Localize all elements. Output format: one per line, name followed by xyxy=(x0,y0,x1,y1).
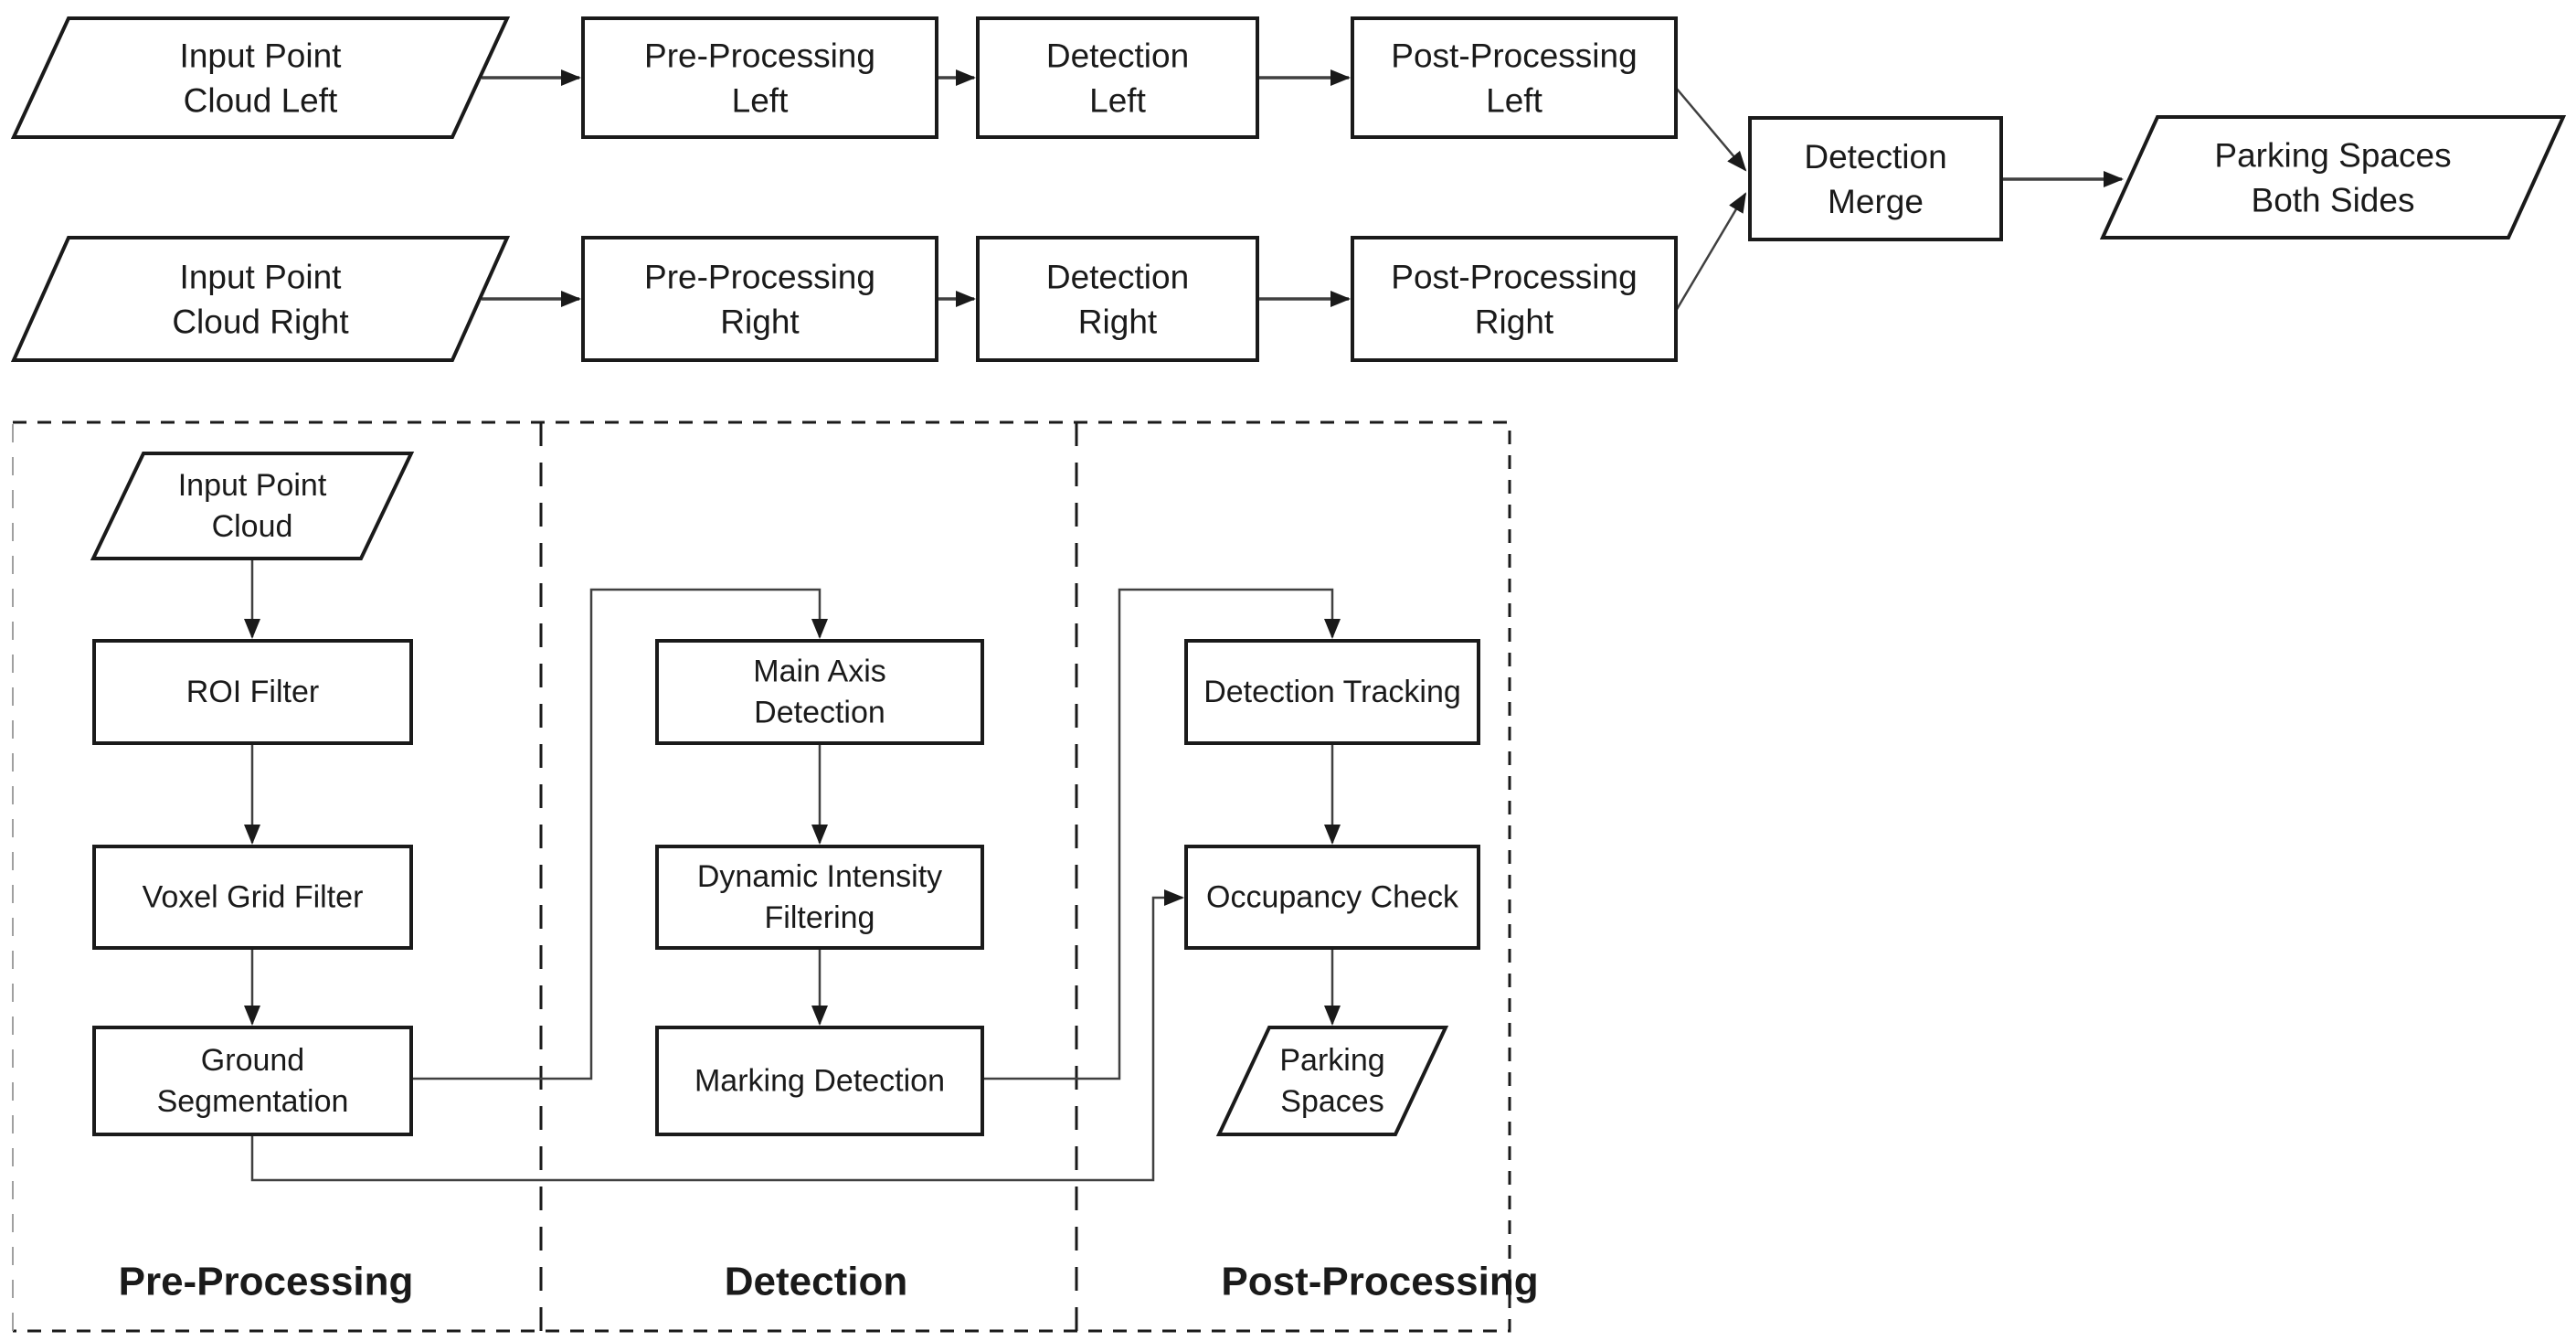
marking-detection-label: Marking Detection xyxy=(694,1064,945,1099)
arrow-groundsegmentation-to-occupancycheck xyxy=(250,889,1184,1182)
post-processing-right-shape xyxy=(1351,236,1678,362)
node-roi-filter: ROI Filter xyxy=(92,639,413,745)
roi-filter-shape xyxy=(92,639,413,745)
occupancy-check-label: Occupancy Check xyxy=(1206,880,1459,915)
detection-right-shape xyxy=(976,236,1259,362)
flow-connectors xyxy=(244,69,2124,1182)
input-point-cloud-left-shape xyxy=(10,16,511,139)
post-processing-left-shape xyxy=(1351,16,1678,139)
section-frames: Pre-Processing Detection Post-Processing xyxy=(12,420,1539,1333)
section-label-post-processing: Post-Processing xyxy=(1221,1260,1538,1304)
detection-tracking-label: Detection Tracking xyxy=(1203,675,1461,709)
input-point-cloud-right-shape xyxy=(10,236,511,362)
voxel-grid-filter-shape xyxy=(92,845,413,950)
ground-segmentation-shape xyxy=(92,1026,413,1136)
node-occupancy-check: Occupancy Check xyxy=(1184,845,1480,950)
voxel-grid-filter-label: Voxel Grid Filter xyxy=(143,880,364,915)
pre-processing-right-shape xyxy=(581,236,938,362)
input-point-cloud-shape xyxy=(90,452,415,560)
arrow-postprocessingright-to-detectionmerge xyxy=(1674,192,1747,312)
parking-spaces-both-sides-shape xyxy=(2099,115,2567,239)
detection-tracking-shape xyxy=(1184,639,1480,745)
detection-left-shape xyxy=(976,16,1259,139)
main-axis-detection-shape xyxy=(655,639,984,745)
arrow-markingdetection-to-detectiontracking xyxy=(982,588,1341,1080)
detection-merge-shape xyxy=(1748,116,2003,241)
sections-outer-dashed-frame xyxy=(13,420,1511,1333)
parking-spaces-shape xyxy=(1215,1026,1449,1136)
node-detection-tracking: Detection Tracking xyxy=(1184,639,1480,745)
section-label-pre-processing: Pre-Processing xyxy=(119,1260,414,1304)
pre-processing-left-shape xyxy=(581,16,938,139)
arrow-postprocessingleft-to-detectionmerge xyxy=(1675,87,1747,172)
roi-filter-label: ROI Filter xyxy=(186,675,319,709)
node-voxel-grid-filter: Voxel Grid Filter xyxy=(92,845,413,950)
node-marking-detection: Marking Detection xyxy=(655,1026,984,1136)
marking-detection-shape xyxy=(655,1026,984,1136)
occupancy-check-shape xyxy=(1184,845,1480,950)
section-label-detection: Detection xyxy=(725,1260,907,1304)
dynamic-intensity-filtering-shape xyxy=(655,845,984,950)
arrow-groundsegmentation-to-mainaxisdetection xyxy=(411,588,828,1080)
